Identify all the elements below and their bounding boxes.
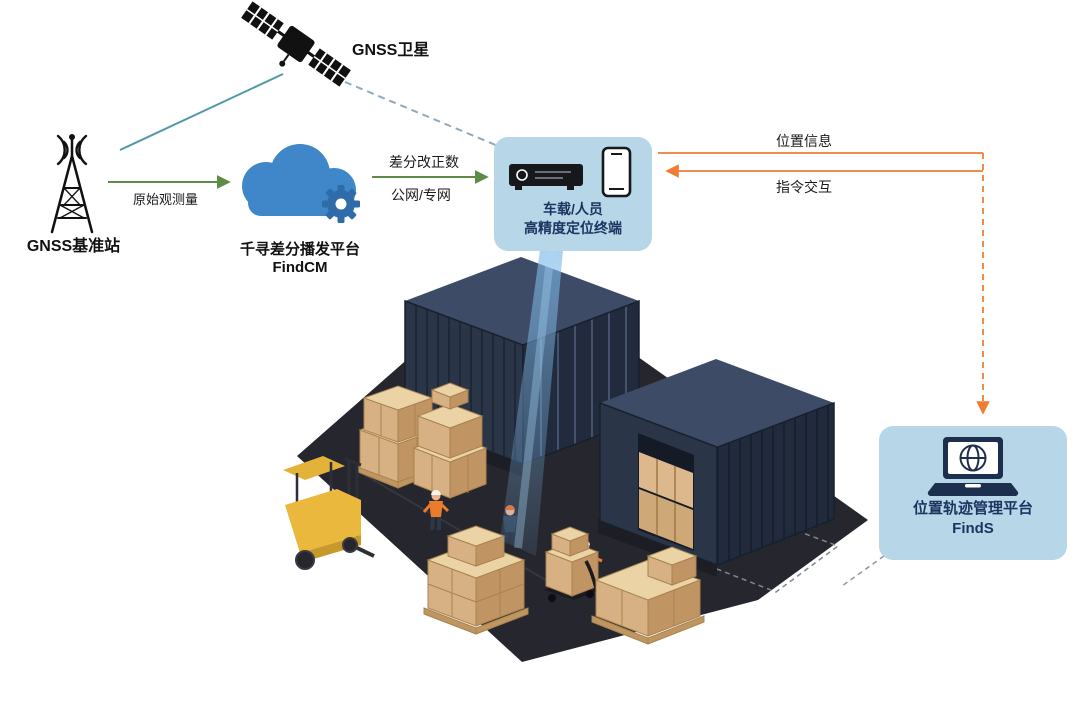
terminal-label-line2: 高精度定位终端 xyxy=(524,219,622,236)
finds-to-yard-link xyxy=(841,555,885,587)
terminal-label-line1: 车载/人员 xyxy=(543,201,603,217)
satellite-to-terminal-link xyxy=(344,81,499,147)
correction-label-line1: 差分改正数 xyxy=(389,154,459,170)
command-interaction-label: 指令交互 xyxy=(776,179,832,195)
yard-dashed-zone xyxy=(684,511,840,593)
smartphone-icon xyxy=(601,146,632,198)
cloud-gear-icon xyxy=(242,144,360,223)
management-platform-title: 位置轨迹管理平台 xyxy=(912,500,1033,517)
base-station-label: GNSS基准站 xyxy=(26,238,121,255)
base-station-icon xyxy=(50,134,94,234)
terminal-node: 车载/人员 高精度定位终端 xyxy=(494,137,652,251)
satellite-label: GNSS卫星 xyxy=(352,42,430,59)
management-platform-subtitle: FindS xyxy=(952,520,994,538)
shipping-container-2 xyxy=(599,359,835,567)
pallet-stack-bottom-left xyxy=(423,525,529,635)
cloud-platform-title: 千寻差分播发平台 xyxy=(239,241,360,258)
forklift xyxy=(283,456,375,570)
satellite-icon xyxy=(241,1,351,87)
satellite-to-base-link xyxy=(119,73,284,151)
management-platform-node: 位置轨迹管理平台 FindS xyxy=(879,426,1067,560)
worker-1 xyxy=(422,490,450,530)
correction-label-line2: 公网/专网 xyxy=(391,187,451,203)
pallet-stack-bottom-right xyxy=(591,546,705,645)
warehouse-illustration xyxy=(283,257,868,662)
pallet-jack xyxy=(544,526,600,602)
receiver-device-icon xyxy=(509,164,583,190)
globe-icon xyxy=(959,444,987,472)
pallet-stack-left xyxy=(357,382,488,499)
gear-icon xyxy=(322,185,360,223)
position-info-label: 位置信息 xyxy=(776,133,832,149)
cloud-platform-subtitle: FindCM xyxy=(272,259,328,276)
raw-observation-label: 原始观测量 xyxy=(133,192,199,207)
laptop-globe-icon xyxy=(927,437,1019,497)
positioning-beam xyxy=(500,249,563,556)
terminal-icons xyxy=(509,146,632,198)
